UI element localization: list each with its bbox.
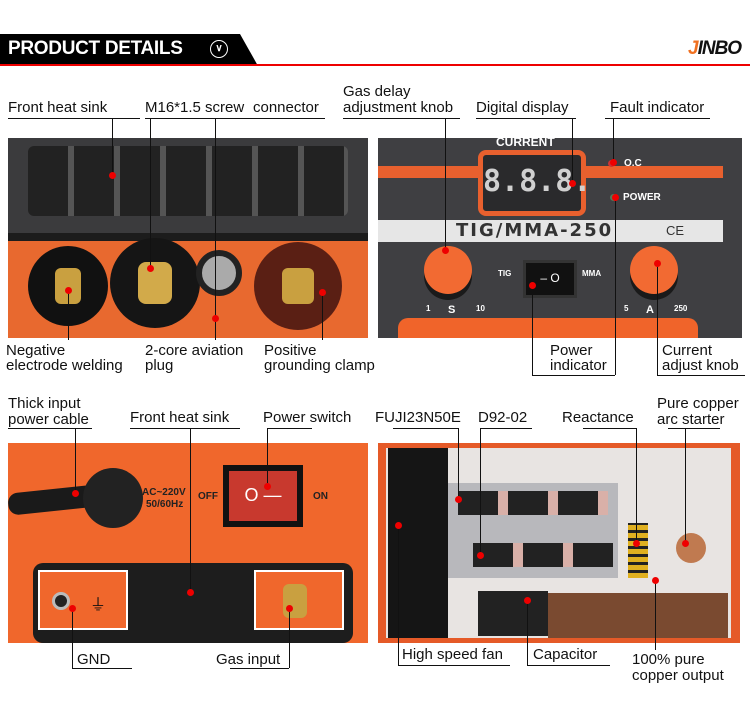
label-connector: connector bbox=[253, 99, 319, 116]
power-text: POWER bbox=[623, 192, 661, 203]
off-text: OFF bbox=[198, 491, 218, 502]
label-gas-delay-2: adjustment knob bbox=[343, 99, 454, 116]
chevron-down-icon[interactable]: ∨ bbox=[210, 40, 228, 58]
label-negative-1: Negative bbox=[6, 342, 66, 359]
gas-delay-knob[interactable] bbox=[424, 246, 472, 294]
label-negative-2: electrode welding bbox=[6, 357, 123, 374]
freq-text: 50/60Hz bbox=[146, 499, 184, 510]
label-current-1: Current bbox=[662, 342, 713, 359]
model-name: TIG/MMA-250 bbox=[456, 220, 614, 241]
mma-text: MMA bbox=[582, 269, 602, 278]
oc-text: O.C bbox=[624, 158, 642, 169]
front-panel-photo bbox=[8, 138, 368, 338]
label-power-switch: Power switch bbox=[263, 409, 352, 426]
current-text: CURRENT bbox=[496, 138, 555, 149]
model-strip bbox=[378, 220, 723, 242]
label-arc-1: Pure copper bbox=[657, 395, 739, 412]
brand-logo: JINBO bbox=[688, 38, 742, 59]
label-output-2: copper output bbox=[632, 667, 724, 684]
label-current-2: adjust knob bbox=[662, 357, 739, 374]
label-plug-2: plug bbox=[145, 357, 174, 374]
label-capacitor: Capacitor bbox=[533, 646, 598, 663]
aviation-plug bbox=[196, 250, 242, 296]
capacitor bbox=[478, 591, 548, 636]
tig-text: TIG bbox=[498, 269, 512, 278]
label-reactance: Reactance bbox=[562, 409, 634, 426]
label-plug-1: 2-core aviation bbox=[145, 342, 244, 359]
label-cable-2: power cable bbox=[8, 411, 89, 428]
reactance-coil bbox=[628, 523, 648, 578]
label-rear-heat-sink: Front heat sink bbox=[130, 409, 230, 426]
internal-photo bbox=[378, 443, 740, 643]
label-digital-display: Digital display bbox=[476, 99, 569, 116]
s-unit: S bbox=[448, 304, 456, 316]
screw-connector bbox=[110, 238, 200, 328]
label-gnd: GND bbox=[77, 651, 111, 668]
label-fuji: FUJI23N50E bbox=[375, 409, 461, 426]
label-power-ind-2: indicator bbox=[550, 357, 607, 374]
label-d92: D92-02 bbox=[478, 409, 528, 426]
voltage-text: AC~220V bbox=[142, 487, 186, 498]
control-panel-photo: CURRENT 8.8.8. O.C POWER TIG/MMA-250 CE … bbox=[378, 138, 742, 338]
gas-inset bbox=[254, 570, 344, 630]
label-gas-input: Gas input bbox=[216, 651, 281, 668]
a-max: 250 bbox=[674, 304, 688, 313]
label-cable-1: Thick input bbox=[8, 395, 81, 412]
label-positive-2: grounding clamp bbox=[264, 357, 375, 374]
a-min: 5 bbox=[624, 304, 629, 313]
label-positive-1: Positive bbox=[264, 342, 317, 359]
rear-panel-photo: AC~220V 50/60Hz OFF O — ON ⏚ bbox=[8, 443, 368, 643]
header-divider bbox=[0, 64, 750, 66]
label-output-1: 100% pure bbox=[632, 651, 705, 668]
label-power-ind-1: Power bbox=[550, 342, 593, 359]
arc-starter bbox=[676, 533, 706, 563]
current-knob[interactable] bbox=[630, 246, 678, 294]
ce-mark: CE bbox=[666, 223, 685, 238]
label-arc-2: arc starter bbox=[657, 411, 725, 428]
page-title: PRODUCT DETAILS bbox=[8, 38, 183, 59]
label-front-heat-sink: Front heat sink bbox=[8, 99, 108, 116]
s-max: 10 bbox=[476, 304, 485, 313]
on-text: ON bbox=[313, 491, 328, 502]
label-gas-delay-1: Gas delay bbox=[343, 83, 411, 100]
digital-display: 8.8.8. bbox=[478, 150, 591, 216]
label-screw: M16*1.5 screw bbox=[145, 99, 245, 116]
power-switch[interactable]: O — bbox=[223, 465, 303, 527]
positive-connector bbox=[254, 242, 342, 330]
ground-icon: ⏚ bbox=[90, 597, 107, 614]
fan bbox=[388, 448, 448, 638]
mode-switch[interactable]: – O bbox=[523, 260, 577, 298]
gnd-inset: ⏚ bbox=[38, 570, 128, 630]
label-fan: High speed fan bbox=[402, 646, 503, 663]
label-fault-indicator: Fault indicator bbox=[610, 99, 705, 116]
s-min: 1 bbox=[426, 304, 431, 313]
a-unit: A bbox=[646, 304, 654, 316]
